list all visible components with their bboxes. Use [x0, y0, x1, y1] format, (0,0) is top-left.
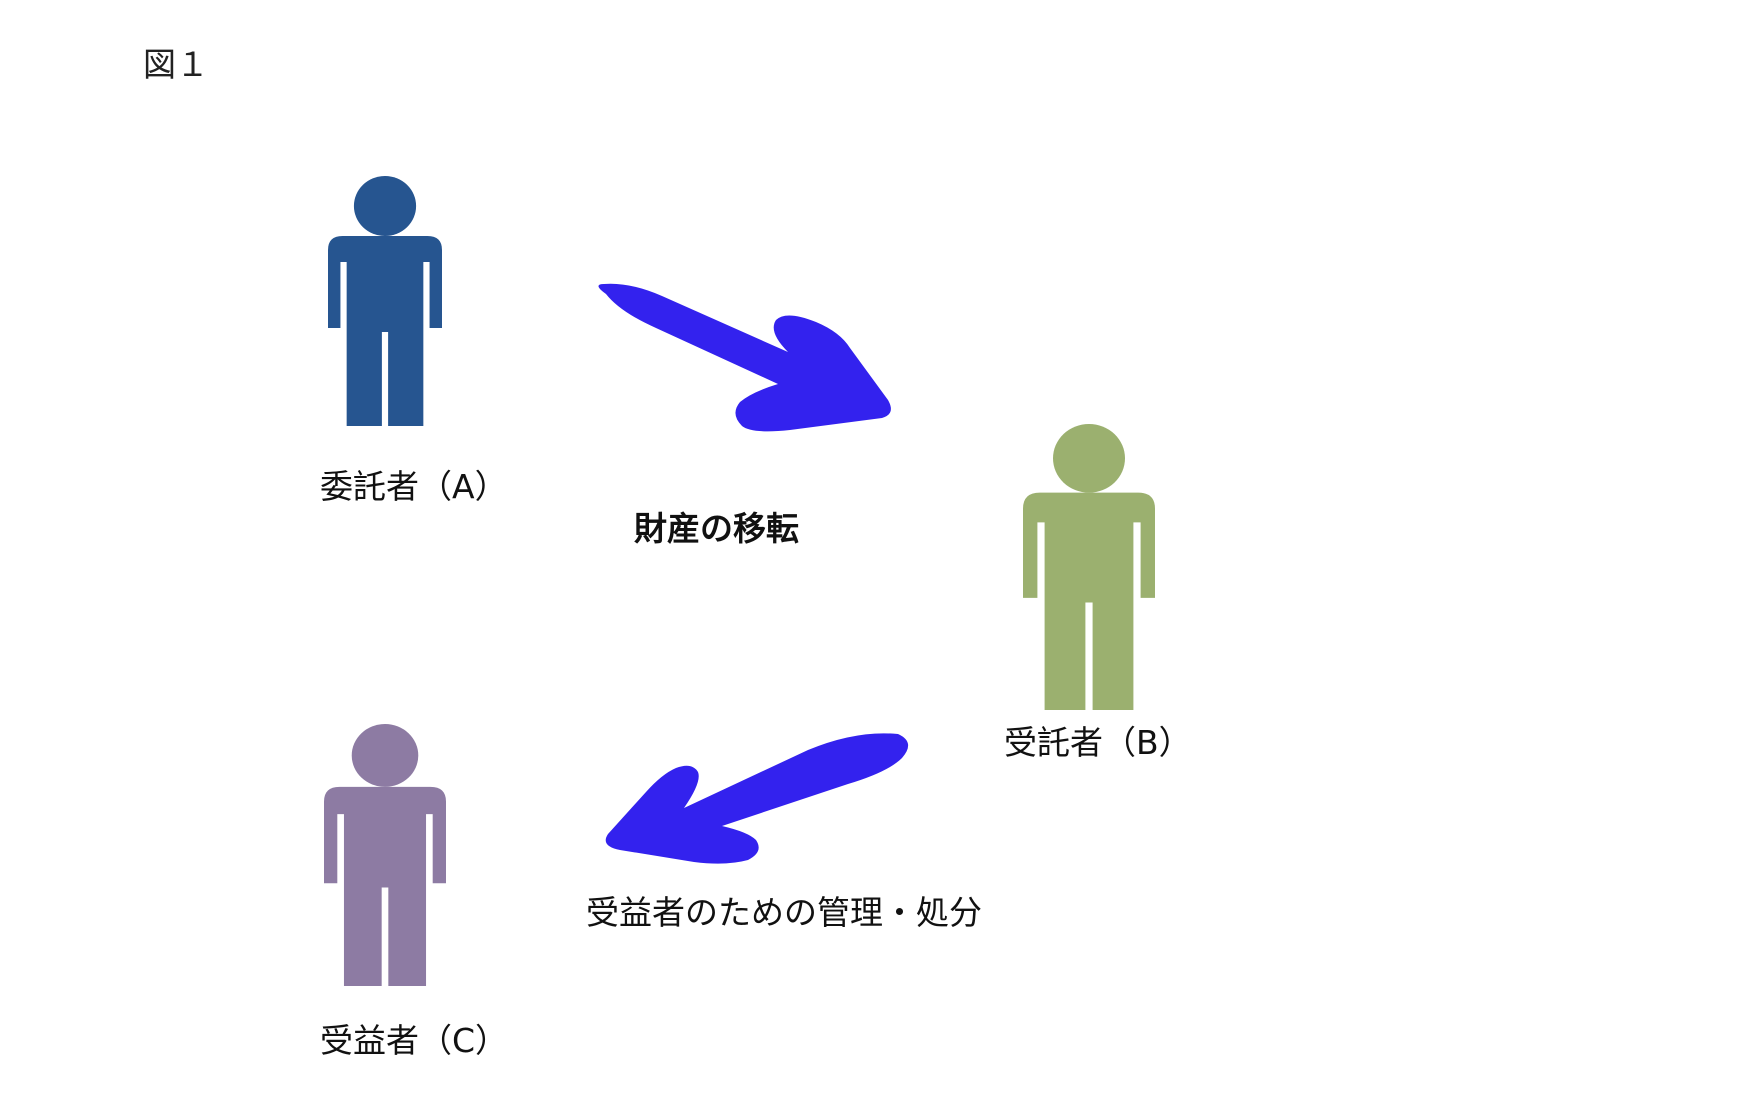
figure-label: 図１: [143, 45, 209, 84]
settlor-person-icon: [328, 176, 442, 426]
management-arrow-shape: [605, 733, 909, 864]
management-label: 受益者のための管理・処分: [586, 893, 982, 932]
transfer-arrow-shape: [598, 283, 891, 432]
beneficiary-person-icon: [324, 724, 446, 986]
trustee-person-icon: [1023, 424, 1155, 710]
beneficiary-body: [324, 786, 446, 986]
settlor-head: [353, 176, 417, 236]
transfer-label: 財産の移転: [634, 509, 799, 548]
management-arrow: [605, 733, 909, 864]
beneficiary-label: 受益者（C）: [320, 1021, 509, 1060]
beneficiary-head: [351, 724, 419, 787]
settlor-body: [328, 236, 442, 426]
settlor-label: 委託者（A）: [320, 467, 508, 506]
trustee-label: 受託者（B）: [1004, 723, 1192, 762]
trustee-head: [1053, 424, 1125, 493]
trustee-body: [1023, 492, 1155, 710]
transfer-arrow: [598, 283, 891, 432]
